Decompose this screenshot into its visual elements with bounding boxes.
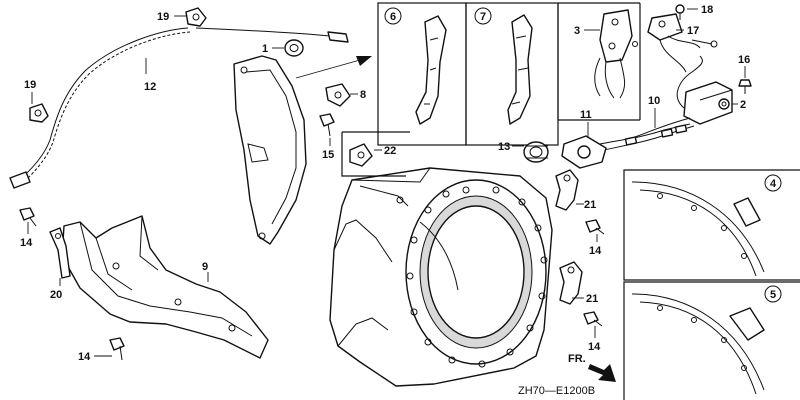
callout-19-left: 19 (24, 79, 36, 91)
callout-1: 1 (262, 43, 268, 55)
bolt-14-lower (583, 311, 603, 327)
bolt-15 (319, 113, 335, 137)
switch-part-3 (594, 9, 638, 99)
lower-cover-part-9 (61, 215, 269, 359)
detail-label-5: 5 (770, 289, 776, 301)
callout-19-top: 19 (157, 11, 169, 23)
clip-19-left (29, 103, 49, 123)
bracket-part-20 (49, 227, 71, 279)
callout-11: 11 (580, 109, 592, 121)
bolt-14-upper (585, 219, 605, 235)
wire-harness (599, 123, 695, 151)
detail-box-4: 4 (623, 169, 800, 281)
callout-8: 8 (360, 89, 366, 101)
bolt-14-bottom (109, 337, 125, 361)
callout-18: 18 (701, 4, 713, 16)
grommet-13 (523, 141, 549, 163)
callout-21-lower: 21 (586, 293, 598, 305)
module-part-17 (647, 13, 718, 73)
bolt-18 (675, 4, 685, 20)
callout-10: 10 (648, 95, 660, 107)
clip-part-22 (349, 143, 373, 167)
grommet-part-1 (284, 39, 304, 57)
detail-label-6: 6 (390, 11, 396, 23)
callout-22: 22 (384, 145, 396, 157)
bolt-16 (738, 79, 752, 94)
bolt-14-left (19, 207, 37, 227)
callout-14-lower: 14 (588, 341, 601, 353)
callout-21-upper: 21 (584, 199, 596, 211)
front-direction-arrow: FR. (568, 353, 616, 382)
callout-14-left: 14 (20, 237, 33, 249)
callout-3: 3 (574, 25, 580, 37)
clip-part-8 (325, 83, 351, 107)
cover-plate (233, 55, 307, 245)
callout-2: 2 (740, 99, 746, 111)
callout-16: 16 (738, 54, 750, 66)
detail-box-5: 5 (623, 281, 800, 400)
diagram-code: ZH70—E1200B (518, 385, 595, 397)
callout-15: 15 (322, 149, 334, 161)
detail-box-7: 7 (465, 2, 559, 146)
callout-9: 9 (202, 261, 208, 273)
detail-label-4: 4 (770, 178, 777, 190)
connector-part-11 (561, 135, 607, 169)
callout-17: 17 (687, 25, 699, 37)
clamp-21-upper (555, 169, 579, 211)
callout-13: 13 (498, 141, 510, 153)
detail-label-7: 7 (480, 11, 486, 23)
callout-14-upper: 14 (589, 245, 602, 257)
clip-19-top (185, 7, 207, 27)
cable-part-12 (9, 27, 349, 189)
detail-box-6: 6 (377, 2, 467, 146)
callout-20: 20 (50, 289, 62, 301)
clamp-21-lower (559, 261, 583, 305)
front-indicator-label: FR. (568, 353, 586, 365)
module-part-2 (625, 55, 733, 141)
callout-12: 12 (144, 81, 156, 93)
callout-14-bottom: 14 (78, 351, 91, 363)
fan-shroud (329, 167, 553, 387)
